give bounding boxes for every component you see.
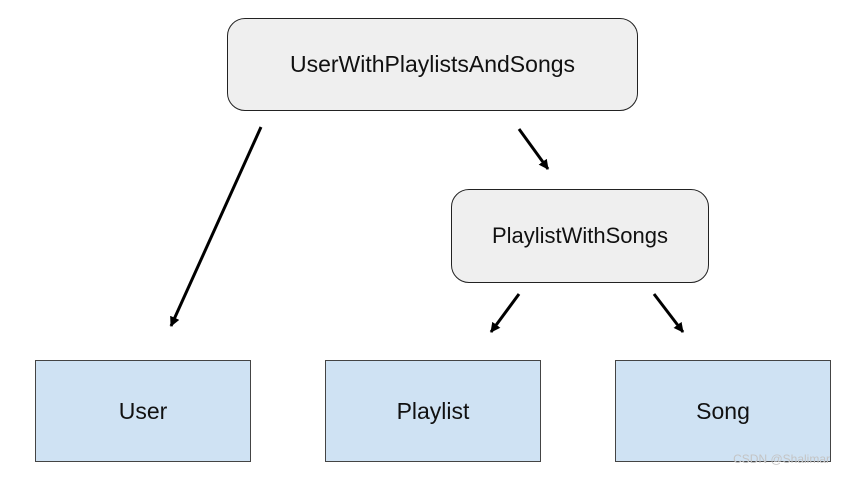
node-user: User [35, 360, 251, 462]
watermark: CSDN @Shalimar [733, 452, 830, 466]
node-label: PlaylistWithSongs [491, 223, 669, 248]
node-label: Playlist [396, 397, 470, 424]
node-label: User [118, 397, 168, 424]
arrow-root-to-user [169, 126, 263, 327]
node-song: Song [615, 360, 831, 462]
arrow-mid-to-song [652, 293, 685, 333]
node-playlist-with-songs: PlaylistWithSongs [451, 189, 709, 283]
node-label: Song [696, 397, 750, 424]
node-playlist: Playlist [325, 360, 541, 462]
arrow-mid-to-playlist [489, 293, 521, 333]
node-user-with-playlists-and-songs: UserWithPlaylistsAndSongs [227, 18, 638, 111]
arrow-root-to-playlistwithsongs [517, 128, 550, 170]
node-label: UserWithPlaylistsAndSongs [289, 51, 576, 77]
